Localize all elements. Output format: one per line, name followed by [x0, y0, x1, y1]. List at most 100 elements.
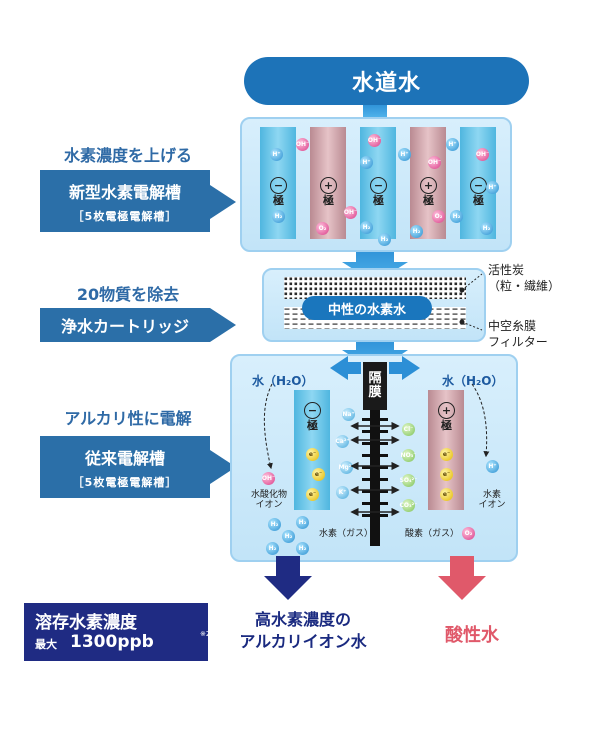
stage1-tag: 新型水素電解槽 ［5枚電極電解槽］: [40, 170, 210, 232]
activated-carbon-detail: （粒・繊維）: [488, 279, 561, 294]
stage1-tag-sub: ［5枚電極電解槽］: [72, 209, 178, 223]
minus-sign: −: [270, 177, 287, 194]
stage3-heading: アルカリ性に電解: [64, 409, 192, 428]
pole-char: 極: [273, 194, 284, 207]
h2-molecule: H₂: [266, 542, 279, 555]
membrane-label: 隔 膜: [363, 362, 387, 410]
badge-footnote: ※2: [200, 630, 211, 638]
h2-molecule: H₂: [450, 210, 463, 223]
plus-sign: +: [420, 177, 437, 194]
pole-char: 極: [441, 419, 452, 432]
stage3-pointer: [210, 450, 236, 484]
minus-sign: −: [304, 402, 321, 419]
dissolved-hydrogen-badge: 溶存水素濃度 最大 1300ppb ※2: [24, 603, 211, 661]
o2-molecule: O₂: [462, 527, 475, 540]
pole-char: 極: [473, 194, 484, 207]
activated-carbon-label: 活性炭: [488, 263, 525, 277]
hydrogen-ion-line2: イオン: [478, 500, 506, 511]
hydrogen-ion: H⁺: [486, 460, 499, 473]
carbonate-ion: CO₃²⁻: [400, 499, 417, 512]
pole-char: 極: [423, 194, 434, 207]
h2-molecule: H₂: [296, 516, 309, 529]
hydrogen-electrolyzer: −極 +極 −極 +極 −極 H⁺ OH⁻ H₂ O₂ OH⁻ OH⁻ H⁺ H…: [240, 117, 512, 252]
pole-label-minus: −極: [270, 177, 287, 208]
plus-sign: +: [320, 177, 337, 194]
oh-ion: OH⁻: [476, 148, 489, 161]
h2-molecule: H₂: [480, 222, 493, 235]
activated-carbon-note: 活性炭 （粒・繊維）: [488, 262, 560, 294]
h2-molecule: H₂: [282, 530, 295, 543]
h2-molecule: H₂: [360, 221, 373, 234]
electron: e⁻: [440, 468, 453, 481]
hydrogen-ion-label: 水素 イオン: [470, 490, 514, 511]
pole-label-minus: −極: [370, 177, 387, 208]
water-left-label: 水（H₂O）: [252, 374, 314, 388]
sodium-ion: Na⁺: [342, 408, 355, 421]
stage1-pointer: [210, 185, 236, 219]
pole-label-plus: +極: [320, 177, 337, 208]
electron: e⁻: [440, 448, 453, 461]
stage2-tag-title: 浄水カートリッジ: [60, 317, 189, 336]
oh-ion: OH⁻: [368, 134, 381, 147]
hollow-fiber-label: 中空糸膜: [488, 319, 537, 333]
hollow-fiber-detail: フィルター: [488, 335, 548, 350]
hydroxide-line2: イオン: [255, 500, 283, 511]
stage3-tag-sub: ［5枚電極電解槽］: [72, 475, 178, 489]
h-plus-ion: H⁺: [446, 138, 459, 151]
oh-ion: OH⁻: [296, 138, 309, 151]
o2-molecule: O₂: [432, 210, 445, 223]
electron: e⁻: [440, 488, 453, 501]
alkaline-line1: 高水素濃度の: [254, 610, 351, 629]
hydroxide-ion-label: 水酸化物 イオン: [242, 490, 296, 511]
stage3-tag-title: 従来電解槽: [84, 448, 165, 468]
potassium-ion: K⁺: [336, 486, 349, 499]
h2-molecule: H₂: [272, 210, 285, 223]
alkaline-line2: アルカリイオン水: [239, 631, 367, 651]
stage3-tag: 従来電解槽 ［5枚電極電解槽］: [40, 436, 210, 498]
neutral-hydrogen-water-label: 中性の水素水: [302, 296, 432, 320]
h-plus-ion: H⁺: [360, 156, 373, 169]
hydroxide-line1: 水酸化物: [250, 490, 287, 500]
nitrate-ion: NO₃⁻: [401, 449, 416, 462]
h2-molecule: H₂: [296, 542, 309, 555]
arrow-to-filter: [342, 246, 408, 283]
badge-value: 1300ppb: [70, 632, 154, 652]
electron: e⁻: [306, 448, 319, 461]
membrane-char-2: 膜: [368, 385, 382, 400]
arrow-top: [363, 103, 387, 117]
h2-molecule: H₂: [410, 225, 423, 238]
hydrogen-ion-line1: 水素: [482, 490, 501, 500]
water-right-label: 水（H₂O）: [442, 374, 504, 388]
o2-gas-label: 酸素（ガス）: [404, 529, 459, 539]
anode-label: +極: [438, 402, 455, 433]
h2-molecule: H₂: [378, 233, 391, 246]
oh-ion: OH⁻: [428, 156, 441, 169]
acidic-water-output: 酸性水: [445, 625, 499, 646]
stage2-heading: 20物質を除去: [76, 285, 180, 304]
pole-char: 極: [307, 419, 318, 432]
stage1-tag-title: 新型水素電解槽: [68, 182, 181, 202]
hollow-fiber-note: 中空糸膜 フィルター: [488, 318, 548, 350]
pole-char: 極: [373, 194, 384, 207]
alkaline-water-output: 高水素濃度の アルカリイオン水: [218, 609, 388, 652]
oh-ion: OH⁻: [344, 206, 357, 219]
hydroxide-ion: OH⁻: [262, 472, 275, 485]
minus-sign: −: [370, 177, 387, 194]
badge-max: 最大: [35, 638, 57, 651]
magnesium-ion: Mg²⁺: [338, 461, 355, 474]
calcium-ion: Ca²⁺: [335, 435, 350, 448]
h2-gas-label: 水素（ガス）: [318, 529, 373, 539]
h-plus-ion: H⁺: [398, 148, 411, 161]
alkaline-out-arrow: [264, 556, 312, 600]
membrane-char-1: 隔: [368, 370, 382, 386]
badge-title: 溶存水素濃度: [35, 613, 137, 633]
pole-char: 極: [323, 194, 334, 207]
pole-label-plus: +極: [420, 177, 437, 208]
h2-molecule: H₂: [268, 518, 281, 531]
sulfate-ion: SO₄²⁻: [400, 474, 417, 487]
tap-water-banner: 水道水: [244, 57, 529, 105]
o2-molecule: O₂: [316, 222, 329, 235]
chloride-ion: Cl⁻: [402, 423, 415, 436]
